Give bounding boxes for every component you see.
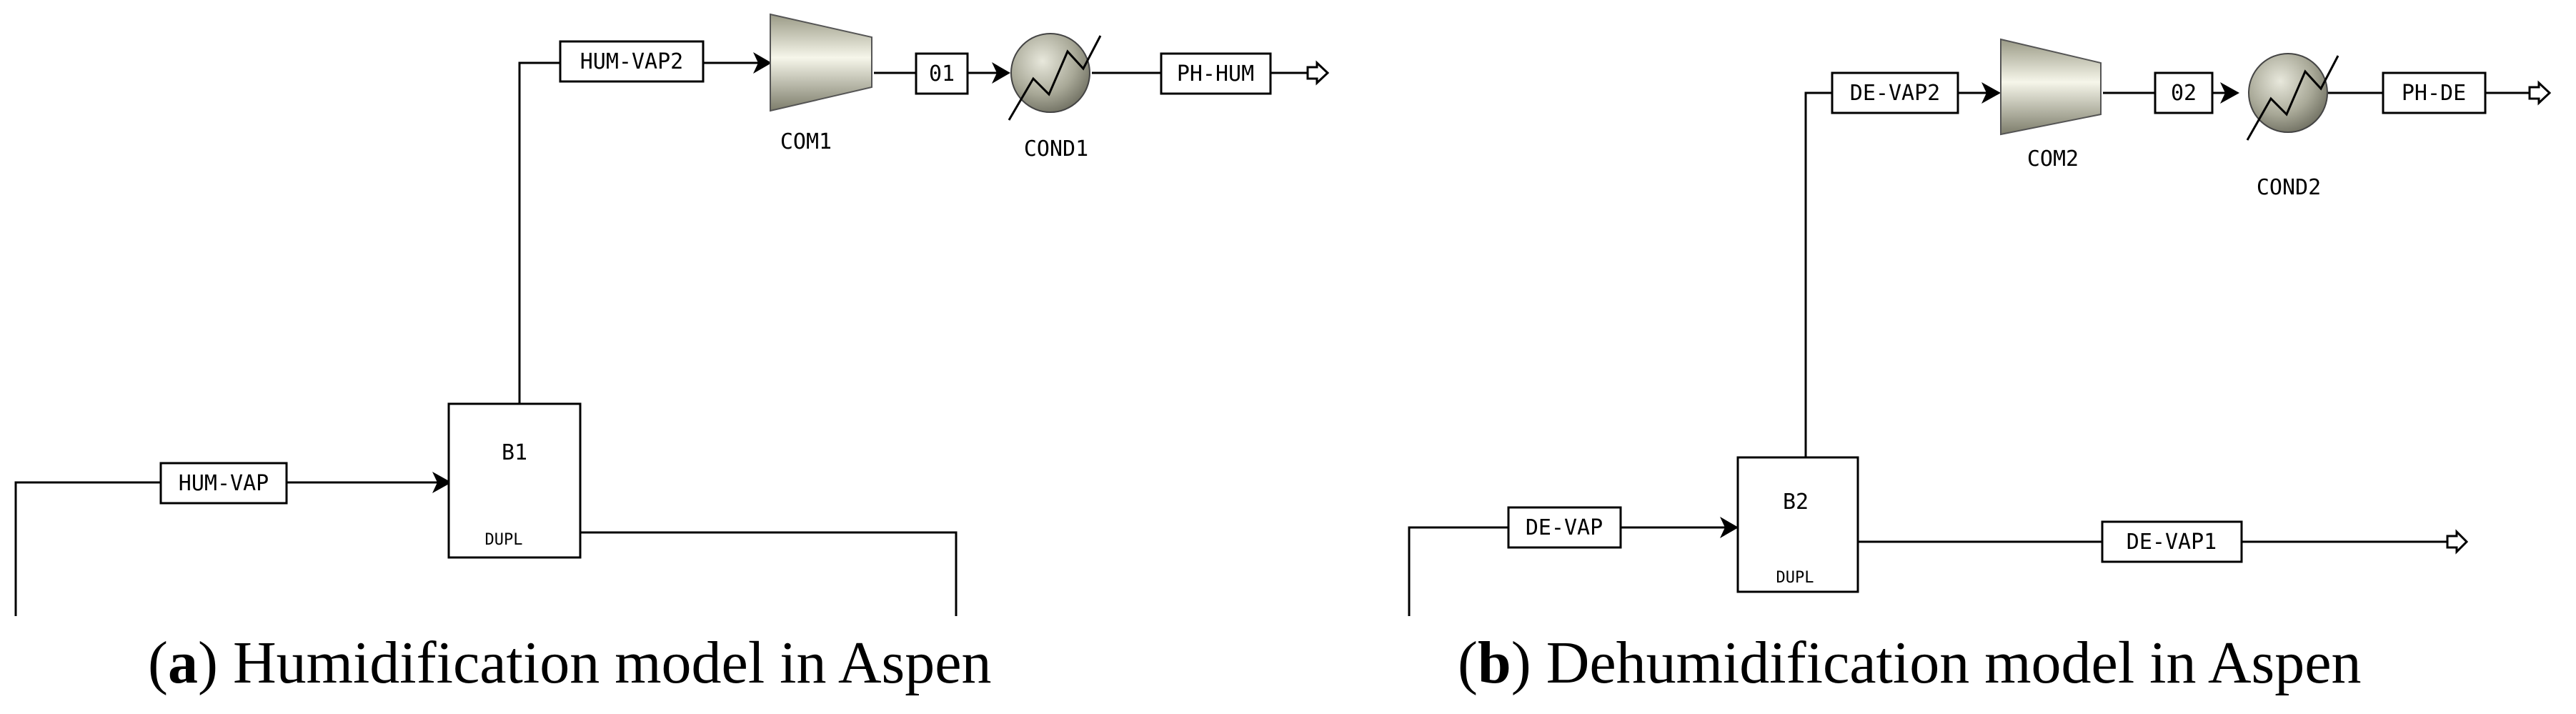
heater-icon bbox=[1008, 33, 1102, 121]
de-vap2-line bbox=[1804, 91, 1994, 457]
caption-b: (b) Dehumidification model in Aspen bbox=[1458, 630, 2362, 696]
arrow-head-icon bbox=[1720, 517, 1739, 538]
stream-label: DE-VAP2 bbox=[1850, 81, 1940, 106]
hum-vap-line bbox=[14, 481, 443, 616]
block-name: B1 bbox=[502, 440, 527, 465]
block-type: DUPL bbox=[485, 531, 523, 549]
stream-label: HUM-VAP bbox=[179, 471, 269, 496]
stream-label: 01 bbox=[929, 61, 955, 86]
hum-vap2-line bbox=[518, 61, 765, 404]
stream-hum-vap2: HUM-VAP2 bbox=[559, 40, 705, 83]
caption-a: (a) Humidification model in Aspen bbox=[148, 630, 992, 696]
compressor-com2[interactable]: COM2 bbox=[2000, 38, 2102, 172]
stream-ph-hum: PH-HUM bbox=[1160, 52, 1272, 95]
panel-a-humidification: HUM-VAP HUM-VAP2 01 PH-HUM B1 DUPL COM1 bbox=[14, 13, 1330, 696]
block-name: B2 bbox=[1783, 490, 1809, 515]
block-name: COND2 bbox=[2257, 175, 2321, 200]
stream-de-vap: DE-VAP bbox=[1507, 506, 1622, 549]
open-arrow-icon bbox=[1306, 60, 1330, 86]
caption-letter: a bbox=[168, 630, 198, 696]
compressor-icon bbox=[2000, 38, 2102, 136]
stream-ph-de: PH-DE bbox=[2382, 71, 2487, 114]
stream-label: HUM-VAP2 bbox=[580, 49, 684, 74]
block-name: COM1 bbox=[780, 129, 832, 154]
stream-01: 01 bbox=[915, 52, 969, 95]
compressor-com1[interactable]: COM1 bbox=[770, 13, 872, 154]
heater-icon bbox=[2246, 53, 2339, 141]
compressor-icon bbox=[770, 13, 872, 112]
block-name: COND1 bbox=[1024, 137, 1088, 162]
arrow-head-icon bbox=[1981, 82, 2001, 104]
arrow-head-icon bbox=[2220, 82, 2239, 104]
de-vap-line bbox=[1408, 526, 1729, 616]
caption-text: Dehumidification model in Aspen bbox=[1531, 630, 2362, 696]
stream-de-vap2: DE-VAP2 bbox=[1831, 71, 1959, 114]
heater-cond1[interactable]: COND1 bbox=[1008, 33, 1102, 162]
block-b2[interactable]: B2 DUPL bbox=[1736, 456, 1859, 593]
stream-02: 02 bbox=[2154, 71, 2214, 114]
arrow-head-icon bbox=[432, 472, 452, 493]
block-type: DUPL bbox=[1776, 569, 1814, 587]
heater-cond2[interactable]: COND2 bbox=[2246, 53, 2339, 200]
stream-label: DE-VAP1 bbox=[2127, 530, 2217, 555]
stream-label: DE-VAP bbox=[1526, 515, 1603, 540]
stream-label: PH-HUM bbox=[1177, 61, 1254, 86]
caption-letter: b bbox=[1478, 630, 1511, 696]
block-name: COM2 bbox=[2027, 147, 2079, 172]
caption-text: Humidification model in Aspen bbox=[218, 630, 992, 696]
arrow-head-icon bbox=[992, 62, 1010, 84]
stream-hum-vap: HUM-VAP bbox=[159, 462, 288, 505]
open-arrow-icon bbox=[2446, 529, 2469, 555]
open-arrow-icon bbox=[2528, 80, 2552, 106]
stream-label: PH-DE bbox=[2402, 81, 2466, 106]
panel-b-dehumidification: DE-VAP DE-VAP2 02 PH-DE DE-VAP1 B2 DUPL … bbox=[1408, 38, 2552, 696]
stream-label: 02 bbox=[2171, 81, 2197, 106]
arrow-head-icon bbox=[753, 52, 772, 74]
block-b1[interactable]: B1 DUPL bbox=[447, 402, 582, 559]
b1-bottom-outlet-line bbox=[580, 531, 958, 616]
stream-de-vap1: DE-VAP1 bbox=[2101, 520, 2243, 563]
